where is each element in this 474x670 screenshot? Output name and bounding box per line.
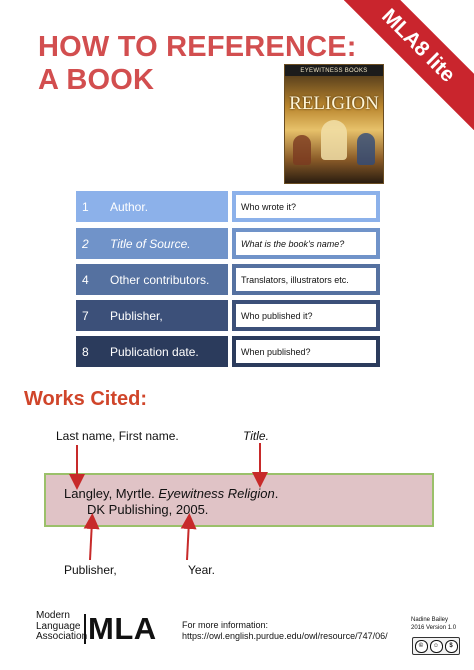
hint-text: Who wrote it? (236, 195, 376, 218)
author-credit: Nadine Bailey 2016 Version 1.0 (411, 617, 456, 632)
step-4-label: 4 Other contributors. (76, 264, 228, 295)
more-info: For more information: https://owl.englis… (182, 620, 388, 642)
more-info-label: For more information: (182, 620, 269, 630)
step-1-label: 1 Author. (76, 191, 228, 222)
step-2-hint: What is the book's name? (232, 228, 380, 259)
citation-author: Langley, Myrtle. (64, 486, 155, 501)
step-number: 7 (82, 308, 89, 323)
cover-title: RELIGION (289, 93, 379, 114)
step-8-hint: When published? (232, 336, 380, 367)
citation-line-1: Langley, Myrtle. Eyewitness Religion. (64, 486, 278, 501)
hint-text: What is the book's name? (236, 232, 376, 255)
step-2-label: 2 Title of Source. (76, 228, 228, 259)
step-7-hint: Who published it? (232, 300, 380, 331)
step-text: Title of Source. (110, 236, 191, 251)
more-info-link[interactable]: https://owl.english.purdue.edu/owl/resou… (182, 631, 388, 641)
step-7-label: 7 Publisher, (76, 300, 228, 331)
label-year: Year. (188, 563, 215, 577)
hint-text: Who published it? (236, 304, 376, 327)
works-cited-heading: Works Cited: (24, 388, 147, 410)
step-number: 2 (82, 236, 89, 251)
step-number: 1 (82, 199, 89, 214)
step-1-hint: Who wrote it? (232, 191, 380, 222)
step-text: Publisher, (110, 308, 163, 323)
by-icon: ☺ (429, 639, 443, 653)
label-name: Last name, First name. (56, 429, 179, 443)
citation-line-2: DK Publishing, 2005. (87, 502, 209, 517)
author-name: Nadine Bailey (411, 617, 449, 623)
title-line-1: HOW TO REFERENCE: (38, 31, 357, 63)
hint-text: Translators, illustrators etc. (236, 268, 376, 291)
citation-box (44, 473, 434, 527)
step-text: Other contributors. (110, 272, 210, 287)
step-8-label: 8 Publication date. (76, 336, 228, 367)
hint-text: When published? (236, 340, 376, 363)
label-publisher: Publisher, (64, 563, 117, 577)
cover-header: EYEWITNESS BOOKS (300, 67, 368, 74)
mla-logo: MLA (84, 613, 157, 644)
citation-title: Eyewitness Religion (158, 486, 275, 501)
version-text: 2016 Version 1.0 (411, 624, 457, 631)
nc-icon: $ (444, 639, 458, 653)
cover-figure-left (293, 135, 311, 165)
mla-org-name: Modern Language Association (36, 610, 88, 642)
step-number: 8 (82, 344, 89, 359)
step-text: Author. (110, 199, 149, 214)
cover-figure-center (321, 120, 347, 160)
citation-period: . (274, 486, 279, 501)
step-number: 4 (82, 272, 89, 287)
cover-figure-right (357, 133, 375, 165)
cc-license-badge: © ☺ $ (412, 637, 460, 655)
title-line-2: A BOOK (38, 64, 155, 96)
cc-icon: © (414, 639, 428, 653)
step-4-hint: Translators, illustrators etc. (232, 264, 380, 295)
label-title: Title. (243, 429, 269, 443)
step-text: Publication date. (110, 344, 199, 359)
book-cover-image: EYEWITNESS BOOKS RELIGION (284, 64, 384, 184)
page-title: HOW TO REFERENCE: A BOOK (38, 31, 357, 97)
